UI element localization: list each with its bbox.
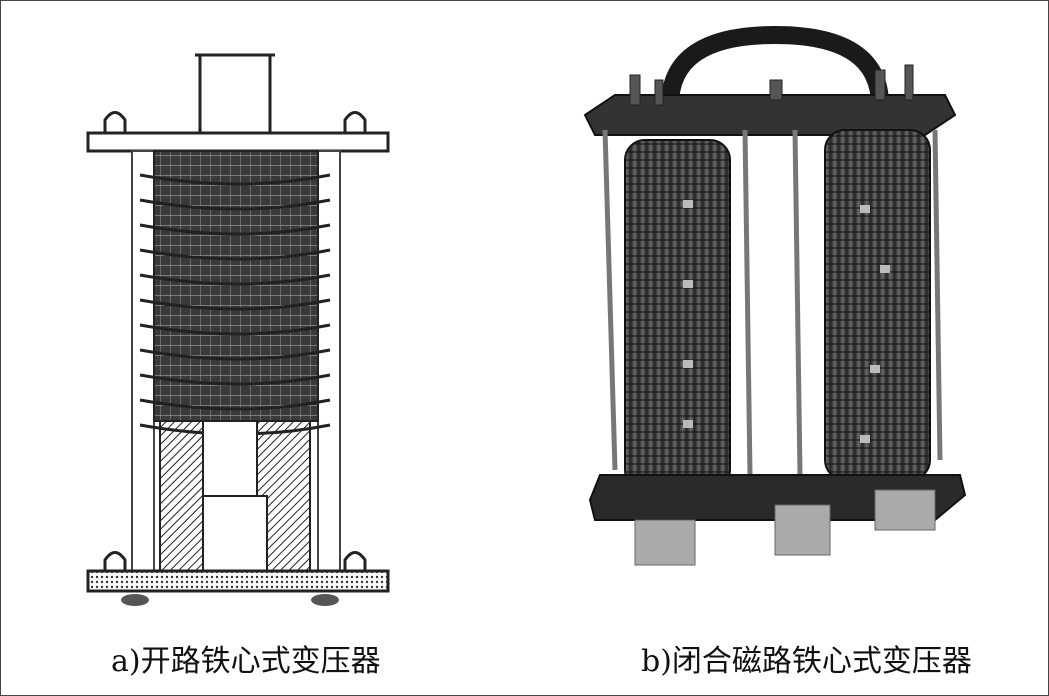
figure-a-caption: a)开路铁心式变压器	[111, 644, 381, 679]
closed-core-transformer-illustration	[583, 25, 967, 566]
open-core-transformer-illustration	[86, 53, 390, 606]
figure-b-caption: b)闭合磁路铁心式变压器	[641, 644, 972, 679]
